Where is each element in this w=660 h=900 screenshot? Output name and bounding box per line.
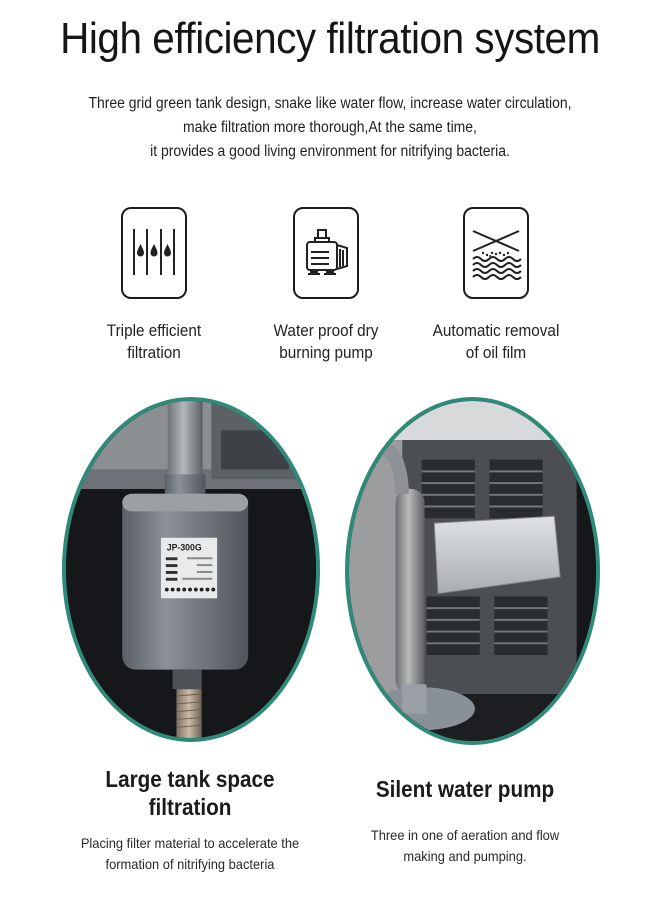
- pump-model-label: JP-300G: [167, 542, 202, 552]
- caption-title-line: filtration: [148, 794, 232, 820]
- intro-line: make filtration more thorough,At the sam…: [183, 119, 477, 136]
- caption-title-line: Silent water pump: [375, 776, 555, 802]
- feature-label: Water proof dry burning pump: [245, 320, 407, 364]
- filter-box-photo: [345, 397, 600, 745]
- intro-text: Three grid green tank design, snake like…: [33, 92, 627, 164]
- caption-large-tank: Large tank space filtration Placing filt…: [40, 765, 340, 875]
- feature-label-line: Water proof dry: [273, 321, 379, 340]
- oil-film-removal-icon: [463, 207, 529, 299]
- feature-label: Triple efficient filtration: [73, 320, 235, 364]
- caption-silent-pump: Silent water pump Three in one of aerati…: [345, 775, 585, 867]
- feature-oil-film-removal: Automatic removal of oil film: [406, 207, 586, 364]
- caption-body-line: Three in one of aeration and flow: [370, 827, 560, 843]
- feature-triple-filtration: Triple efficient filtration: [64, 207, 244, 364]
- caption-body: Placing filter material to accelerate th…: [52, 833, 328, 875]
- caption-title-line: Large tank space: [105, 766, 275, 792]
- feature-label-line: burning pump: [279, 343, 373, 362]
- caption-title: Large tank space filtration: [55, 765, 325, 821]
- feature-label-line: Automatic removal: [432, 321, 560, 340]
- filter-drops-icon: [121, 207, 187, 299]
- submersible-pump-photo: JP-300G: [62, 397, 320, 742]
- feature-label-line: Triple efficient: [106, 321, 202, 340]
- caption-title: Silent water pump: [357, 775, 573, 803]
- caption-body-line: formation of nitrifying bacteria: [105, 856, 275, 872]
- intro-line: it provides a good living environment fo…: [150, 143, 510, 160]
- feature-waterproof-pump: Water proof dry burning pump: [236, 207, 416, 364]
- water-pump-icon: [293, 207, 359, 299]
- feature-label: Automatic removal of oil film: [415, 320, 577, 364]
- caption-body: Three in one of aeration and flow making…: [355, 825, 576, 867]
- caption-body-line: Placing filter material to accelerate th…: [80, 835, 300, 851]
- intro-line: Three grid green tank design, snake like…: [88, 95, 572, 112]
- page-title: High efficiency filtration system: [60, 14, 600, 63]
- feature-label-line: filtration: [127, 343, 181, 362]
- feature-label-line: of oil film: [465, 343, 527, 362]
- caption-body-line: making and pumping.: [403, 848, 527, 864]
